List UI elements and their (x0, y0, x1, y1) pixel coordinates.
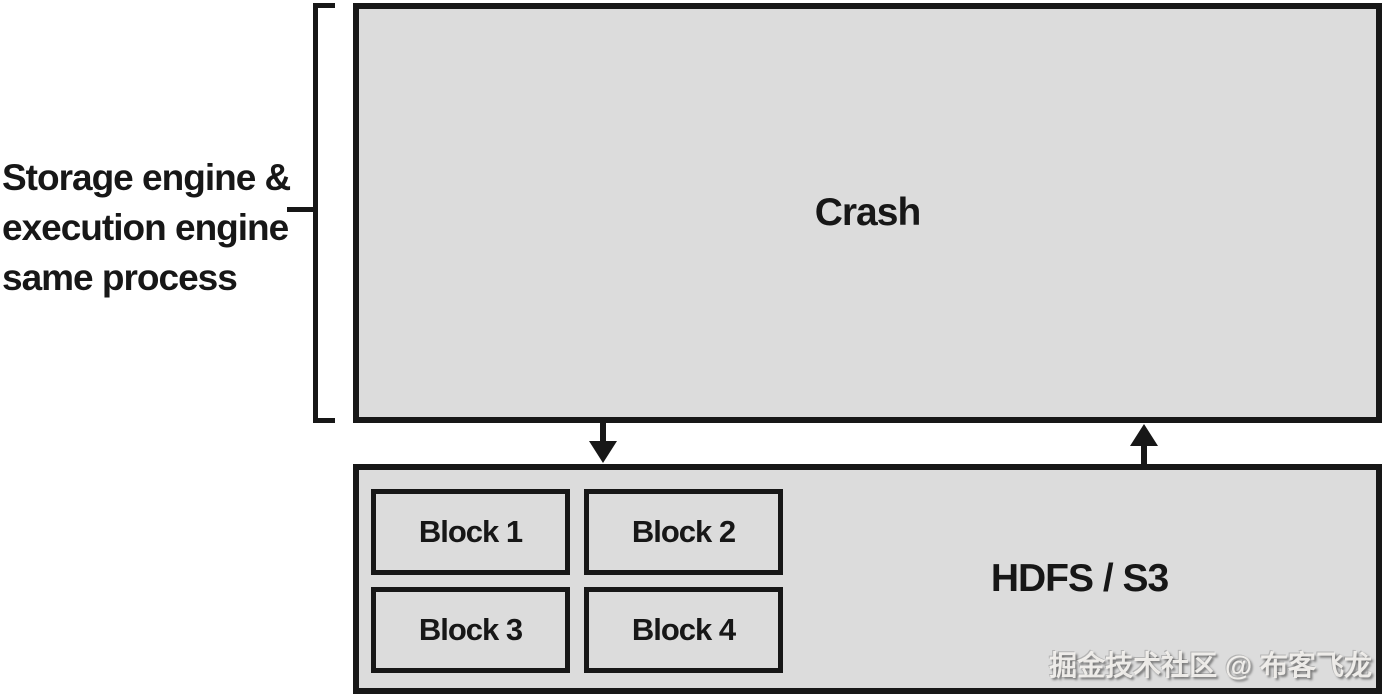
up-arrowhead-icon (1130, 424, 1158, 446)
down-arrowhead-icon (589, 441, 617, 463)
block-box: Block 2 (584, 489, 783, 575)
side-label-line: same process (2, 257, 238, 298)
crash-box-label: Crash (814, 191, 922, 234)
bracket-connector-line (287, 207, 315, 212)
block-box: Block 4 (584, 587, 783, 673)
bracket-top-tick (313, 3, 335, 8)
crash-box: Crash (353, 3, 1382, 423)
watermark: 掘金技术社区 @ 布客飞龙 (1049, 650, 1372, 681)
side-label-line: Storage engine & (2, 157, 291, 198)
storage-box-label-wrap: HDFS / S3 (783, 470, 1376, 688)
up-arrow-icon (1141, 440, 1147, 464)
bracket-vertical-line (313, 3, 318, 423)
side-label: Storage engine & execution engine same p… (2, 153, 292, 303)
block-box: Block 3 (371, 587, 570, 673)
down-arrow-icon (600, 423, 606, 449)
bracket-bottom-tick (313, 418, 335, 423)
side-label-line: execution engine (2, 207, 289, 248)
storage-box: Block 1 Block 2 Block 3 Block 4 HDFS / S… (353, 464, 1382, 694)
block-box: Block 1 (371, 489, 570, 575)
storage-box-label: HDFS / S3 (990, 557, 1169, 600)
